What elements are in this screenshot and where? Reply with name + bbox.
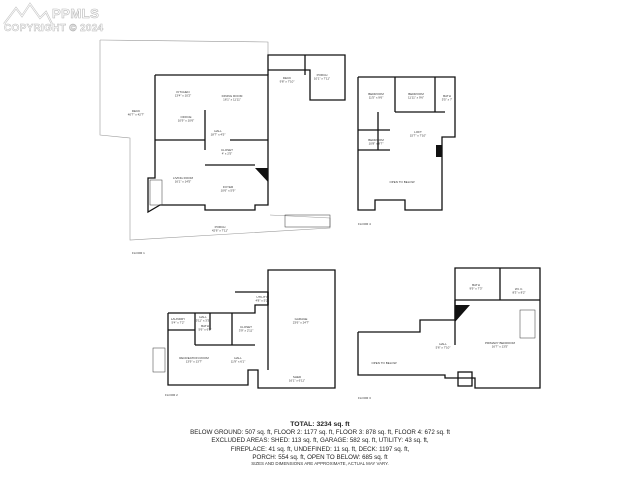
- fixtures: [255, 145, 470, 322]
- mountain-logo-icon: [3, 2, 53, 25]
- floor4-label: FLOOR 4: [358, 222, 371, 226]
- total-area: TOTAL: 3234 sq. ft: [290, 421, 350, 428]
- floor4-walls: [357, 76, 456, 211]
- floor3-label: FLOOR 3: [358, 396, 371, 400]
- room-open-to-below: OPEN TO BELOW: [371, 361, 396, 365]
- summary-line-3: FIREPLACE: 41 sq. ft, UNDEFINED: 11 sq. …: [230, 445, 410, 453]
- summary-line-1: BELOW GROUND: 507 sq. ft, FLOOR 2: 1177 …: [190, 429, 450, 437]
- summary-line-2: EXCLUDED AREAS: SHED: 113 sq. ft, GARAGE…: [211, 437, 429, 445]
- watermark-brand: PPMLS: [52, 6, 100, 22]
- summary-line-4: PORCH: 554 sq. ft, OPEN TO BELOW: 685 sq…: [252, 453, 388, 461]
- floor3-fireplace: [455, 305, 470, 322]
- floor1-deck-outline-top: [99, 39, 269, 70]
- disclaimer: SIZES AND DIMENSIONS ARE APPROXIMATE, AC…: [251, 461, 389, 466]
- floor1-fireplace: [255, 168, 268, 182]
- room-wic: W.I.C.8'3" x 8'2": [512, 287, 525, 294]
- floor2-label: FLOOR 2: [165, 393, 178, 397]
- stairs: [149, 179, 536, 373]
- floor3-walls: [357, 267, 541, 389]
- floor2-walls: [167, 269, 336, 389]
- floor1-label: FLOOR 1: [132, 251, 145, 255]
- floor4-fireplace: [436, 145, 442, 157]
- room-open-to-below: OPEN TO BELOW: [389, 180, 414, 184]
- floor1-walls: [147, 74, 269, 214]
- watermark-copyright: COPYRIGHT © 2024: [4, 23, 104, 35]
- area-summary: TOTAL: 3234 sq. ft BELOW GROUND: 507 sq.…: [120, 421, 520, 462]
- ppmls-watermark: PPMLS COPYRIGHT © 2024: [0, 0, 135, 36]
